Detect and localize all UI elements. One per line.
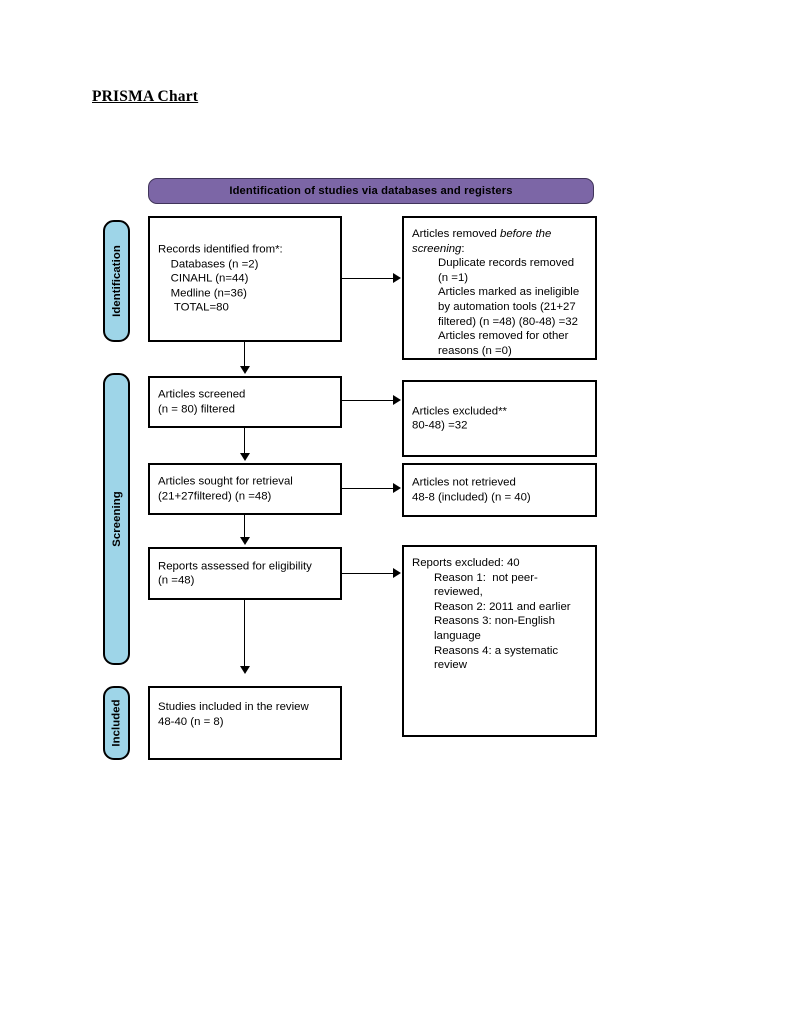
box-articles-sought-text: Articles sought for retrieval (21+27filt… (158, 475, 293, 502)
box-articles-not-retrieved: Articles not retrieved 48-8 (included) (… (402, 463, 597, 517)
connector-screened-to-sought (244, 428, 245, 455)
section-header-label: Identification of studies via databases … (229, 185, 513, 197)
line-excl-2: Reason 1: not peer- (434, 571, 538, 584)
box-records-identified: Records identified from*: Databases (n =… (148, 216, 342, 342)
line-removed-1a: Articles removed (412, 228, 500, 240)
stage-label-identification: Identification (110, 245, 123, 317)
line-excl-1: Reports excluded: 40 (412, 557, 520, 569)
line-removed-2a: screening (412, 242, 462, 255)
arrowhead-identified-to-removed (393, 273, 401, 283)
box-articles-screened-text: Articles screened (n = 80) filtered (158, 388, 246, 415)
line-excl-7: Reasons 4: a systematic (434, 644, 559, 657)
stage-bar-identification: Identification (103, 220, 130, 342)
box-records-identified-text: Records identified from*: Databases (n =… (158, 243, 283, 314)
connector-sought-to-reports-assessed (244, 515, 245, 539)
line-excl-6: language (434, 629, 481, 642)
arrowhead-assessed-to-reports-excluded (393, 568, 401, 578)
line-removed-2b: : (461, 242, 465, 255)
stage-bar-included: Included (103, 686, 130, 760)
box-articles-excluded-text: Articles excluded** 80-48) =32 (412, 404, 507, 432)
box-records-removed-text: Articles removed before the screening: Dup… (412, 227, 590, 388)
box-studies-included: Studies included in the review 48-40 (n … (148, 686, 342, 760)
line-removed-1b: before the (500, 228, 552, 240)
connector-sought-to-not-retrieved (342, 488, 394, 489)
connector-identified-to-removed (342, 278, 394, 279)
connector-screened-to-excluded (342, 400, 394, 401)
line-excl-4: Reason 2: 2011 and earlier (434, 600, 571, 613)
box-reports-excluded: Reports excluded: 40 Reason 1: not peer-r… (402, 545, 597, 737)
box-reports-excluded-text: Reports excluded: 40 Reason 1: not peer-r… (412, 556, 590, 702)
box-reports-assessed-for-eligibility: Reports assessed for eligibility (n =48) (148, 547, 342, 600)
line-removed-6: by automation tools (21+27 (438, 300, 576, 313)
arrowhead-sought-to-not-retrieved (393, 483, 401, 493)
box-reports-assessed-text: Reports assessed for eligibility (n =48) (158, 559, 312, 587)
connector-assessed-to-reports-excluded (342, 573, 394, 574)
arrowhead-screened-to-sought (240, 453, 250, 461)
connector-assessed-to-studies-included (244, 600, 245, 668)
box-records-removed-before-screening: Articles removed before the screening: Dup… (402, 216, 597, 360)
arrowhead-assessed-to-studies-included (240, 666, 250, 674)
box-articles-sought-for-retrieval: Articles sought for retrieval (21+27filt… (148, 463, 342, 515)
line-removed-3: Duplicate records removed (438, 257, 575, 270)
section-header-identification: Identification of studies via databases … (148, 178, 594, 204)
box-articles-screened: Articles screened (n = 80) filtered (148, 376, 342, 428)
connector-identified-to-screened (244, 342, 245, 368)
line-removed-9: reasons (n =0) (438, 344, 512, 357)
stage-bar-screening: Screening (103, 373, 130, 665)
line-excl-8: review (434, 659, 467, 672)
line-excl-3: reviewed, (434, 586, 483, 599)
page-title: PRISMA Chart (92, 88, 199, 105)
box-articles-excluded: Articles excluded** 80-48) =32 (402, 380, 597, 457)
line-removed-5: Articles marked as ineligible (438, 286, 580, 299)
line-removed-4: (n =1) (438, 271, 469, 284)
box-studies-included-text: Studies included in the review 48-40 (n … (158, 701, 309, 728)
line-removed-8: Articles removed for other (438, 330, 569, 343)
arrowhead-screened-to-excluded (393, 395, 401, 405)
arrowhead-sought-to-reports-assessed (240, 537, 250, 545)
stage-label-screening: Screening (110, 491, 123, 547)
arrowhead-identified-to-screened (240, 366, 250, 374)
line-removed-7: filtered) (n =48) (80-48) =32 (438, 315, 578, 328)
box-articles-not-retrieved-text: Articles not retrieved 48-8 (included) (… (412, 476, 531, 503)
stage-label-included: Included (110, 699, 123, 747)
line-excl-5: Reasons 3: non-English (434, 615, 555, 628)
